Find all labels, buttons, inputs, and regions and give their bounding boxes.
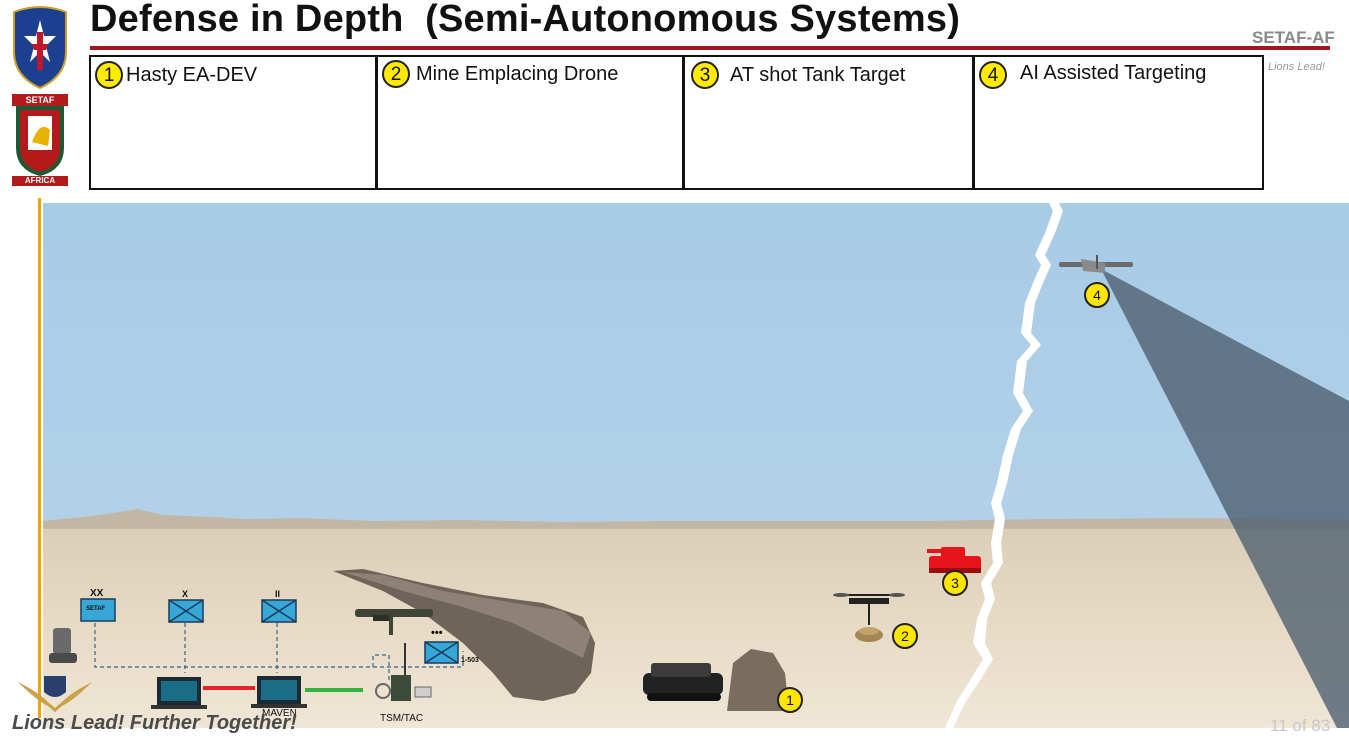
ditch-highlight: [343, 572, 591, 658]
mine-emplacing-drone: [833, 593, 905, 642]
battlefield-scene: XX SETAF X II ••• 1-503 MAVEN TSM/TAC 1 …: [43, 203, 1349, 728]
unit-symbol-battalion: [261, 599, 297, 623]
step-number-badge: 3: [691, 61, 719, 89]
echelon-label: XX: [90, 588, 104, 599]
anti-tank-ditch: [333, 569, 595, 701]
unit-symbol-division: [80, 598, 116, 622]
step-label: AT shot Tank Target: [730, 64, 906, 86]
unit-symbol-platoon: [424, 641, 459, 664]
tsm-tac-label: TSM/TAC: [380, 713, 424, 724]
step-label: Mine Emplacing Drone: [416, 63, 619, 85]
unit-name-label: SETAF: [86, 606, 106, 612]
radio-equipment: [375, 643, 432, 701]
step-box-4: 4 AI Assisted Targeting: [973, 55, 1264, 190]
ai-targeting-uav: [1059, 255, 1133, 273]
horizon-ridge: [43, 509, 1349, 529]
maven-label: MAVEN: [262, 708, 297, 719]
setaf-af-unit-crest: SETAF AFRICA: [8, 92, 72, 188]
rock-pile: [727, 649, 789, 711]
at-weapon-system: [355, 609, 433, 635]
step-number-badge: 2: [382, 60, 410, 88]
step-label: AI Assisted Targeting: [1020, 62, 1207, 84]
left-accent-line: [38, 198, 41, 718]
step-box-3: 3 AT shot Tank Target: [683, 55, 974, 190]
eagle-emblem-icon: [14, 672, 96, 712]
header-motto: Lions Lead!: [1268, 61, 1325, 73]
echelon-label: II: [275, 589, 281, 599]
desert-ground: [43, 509, 1349, 728]
scene-graphic: [43, 203, 1349, 728]
africa-banner-text: AFRICA: [24, 176, 56, 185]
us-army-europe-shoulder-patch: [8, 6, 72, 90]
step-label: Hasty EA-DEV: [126, 64, 258, 86]
step-box-2: 2 Mine Emplacing Drone: [376, 55, 684, 190]
c2-network-lines: [94, 623, 464, 692]
scene-marker-1: 1: [777, 687, 803, 713]
domain-divider-crack: [945, 203, 1063, 728]
title-divider: [90, 46, 1330, 50]
laptop-terminal-maven: [251, 676, 307, 708]
step-box-1: 1 Hasty EA-DEV: [89, 55, 377, 190]
scene-marker-4: 4: [1084, 282, 1110, 308]
slide-title: Defense in Depth (Semi-Autonomous System…: [90, 0, 961, 40]
unit-name-label: 1-503: [461, 657, 479, 664]
setaf-banner-text: SETAF: [25, 95, 55, 105]
scene-marker-3: 3: [942, 570, 968, 596]
ground-robot-vehicle: [643, 663, 723, 701]
laptop-terminal-1: [151, 677, 207, 709]
operator-station: [49, 628, 77, 663]
page-number: 11 of 83: [1270, 716, 1331, 735]
echelon-label: X: [182, 589, 189, 599]
unit-symbol-brigade: [168, 599, 204, 623]
footer-motto: Lions Lead! Further Together!: [12, 712, 297, 734]
step-number-badge: 1: [95, 61, 123, 89]
sensor-cone: [1101, 269, 1349, 728]
echelon-label: •••: [431, 627, 443, 639]
scene-marker-2: 2: [892, 623, 918, 649]
org-label: SETAF-AF: [1252, 28, 1335, 47]
step-number-badge: 4: [979, 61, 1007, 89]
